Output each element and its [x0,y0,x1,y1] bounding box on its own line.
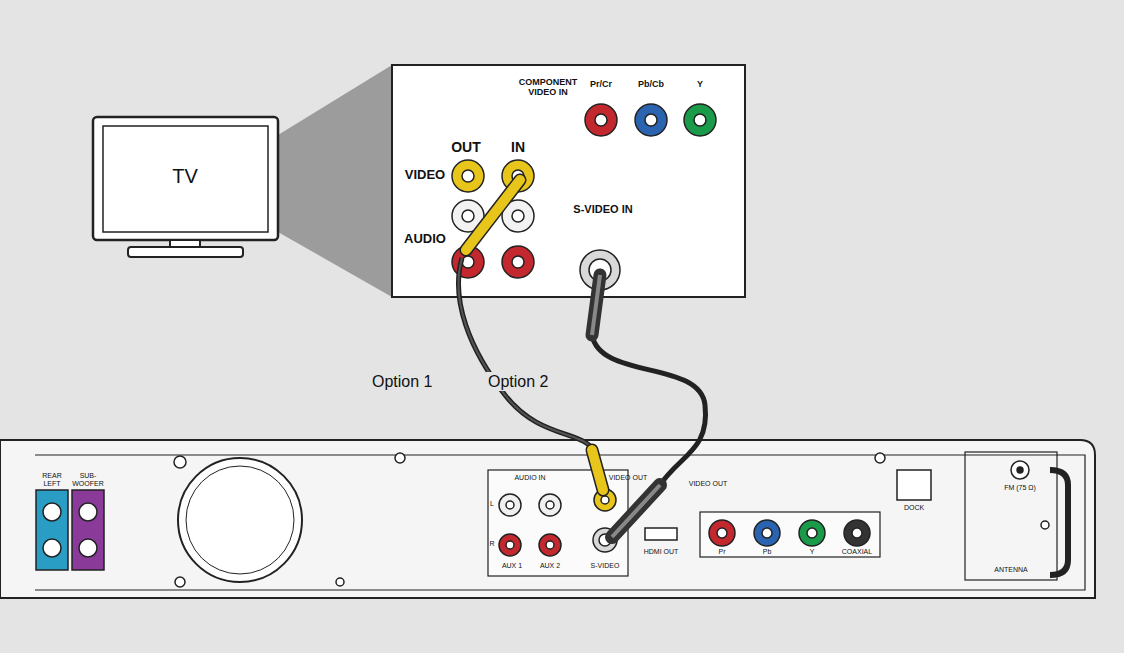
tv-stand [128,247,243,257]
port-label: AUX 2 [540,562,560,570]
port-label: S-VIDEO IN [573,203,633,215]
tv-panel: COMPONENT VIDEO IN Pr/Cr Pb/Cb Y OUT IN VIDEO A… [392,65,745,297]
s-video-plug-tv-ridge [592,275,600,335]
unit-rear-panel [0,440,1095,598]
port-label: Pb [763,548,772,556]
port-label: OUT [451,140,481,155]
screws [174,453,1049,587]
panel-inner-edge [35,455,1085,590]
port-label: SUB-WOOFER [71,472,105,487]
port-label: VIDEO [405,168,445,182]
port-label: REAR LEFT [37,472,67,487]
port-label: COAXIAL [842,548,872,556]
tv-screen [103,126,268,232]
tv-screen-label: TV [103,126,268,232]
composite-cable [459,258,594,452]
tv-neck [170,240,200,247]
composite-plug-unit-body [592,450,603,490]
port-label: HDMI OUT [644,548,679,556]
tv-housing [93,117,278,240]
s-video-plug-unit [612,485,660,537]
port-label: S-VIDEO [591,562,620,570]
zoom-wedge [278,65,392,297]
port-label: ANTENNA [994,566,1027,574]
port-label: Pr/Cr [590,80,612,90]
port-label: VIDEO OUT [689,480,728,488]
option-label: Option 2 [486,372,550,391]
handle [1050,470,1068,575]
composite-plug-tv-body [466,180,520,250]
composite-plug-unit [592,450,603,490]
fan-inner [186,466,294,574]
tv-panel [392,65,745,297]
port-label: AUDIO [404,232,446,246]
device-label: TV [172,165,198,187]
speaker-terminals [36,490,104,570]
port-label: Pr [719,548,726,556]
port-label: COMPONENT VIDEO IN [513,78,583,98]
port-label: FM (75 Ω) [1004,484,1036,492]
port-label: VIDEO OUT [609,474,648,482]
port-label: Pb/Cb [638,80,664,90]
s-video-plug-unit-ridge [612,485,660,537]
s-video-plug-tv [592,275,600,335]
port-label: L [490,500,494,508]
tv-jacks [452,104,716,290]
port-label: AUX 1 [502,562,522,570]
option-label: Option 1 [370,372,434,391]
port-label: Y [810,548,815,556]
unit-rear-panel: REAR LEFT SUB-WOOFER AUDIO IN VIDEO OUT L R AU… [0,440,1095,598]
port-label: Y [697,80,703,90]
fan [178,458,302,582]
composite-cable-core [459,258,594,452]
unit-jacks [499,452,1057,580]
port-label: R [489,540,494,548]
composite-plug-tv [466,180,520,250]
port-label: IN [511,140,525,155]
port-label: AUDIO IN [514,474,545,482]
s-video-cable [592,335,706,485]
port-label: DOCK [904,504,924,512]
